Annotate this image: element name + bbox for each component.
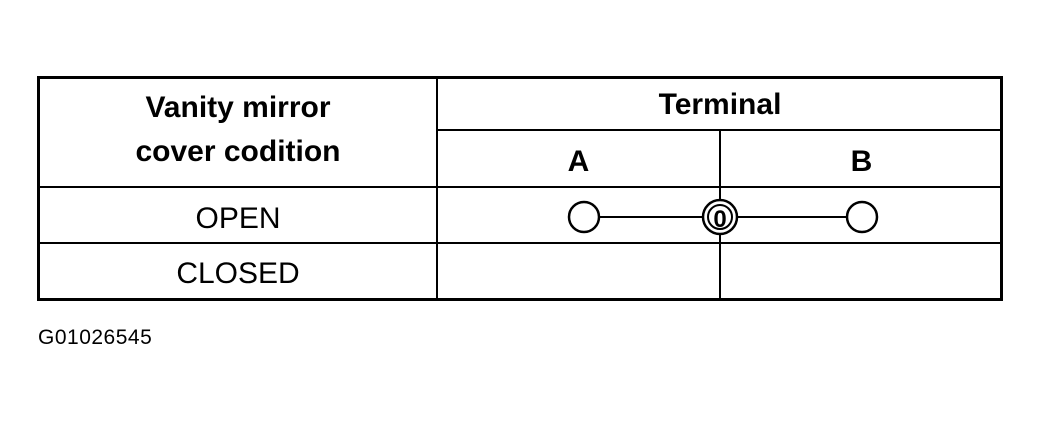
horizontal-divider-header <box>39 186 1002 188</box>
junction-inner-circle <box>707 204 733 230</box>
terminal-b-circle <box>845 200 879 234</box>
terminal-b-label: B <box>850 145 873 178</box>
terminal-a-label: A <box>567 145 590 178</box>
figure-code: G01026545 <box>38 326 153 349</box>
header-condition: Vanity mirror cover codition <box>40 86 436 174</box>
continuity-symbol: 0 <box>713 206 726 233</box>
vertical-divider-condition <box>436 78 438 300</box>
row-closed-label: CLOSED <box>176 257 300 290</box>
continuity-table <box>37 76 1003 301</box>
horizontal-divider-terminal <box>438 129 1002 131</box>
header-condition-line1: Vanity mirror <box>145 91 331 124</box>
header-condition-line2: cover codition <box>135 135 341 168</box>
terminal-a-circle <box>567 200 601 234</box>
header-terminal: Terminal <box>658 88 782 121</box>
horizontal-divider-rows <box>39 242 1002 244</box>
row-open-label: OPEN <box>195 202 281 235</box>
